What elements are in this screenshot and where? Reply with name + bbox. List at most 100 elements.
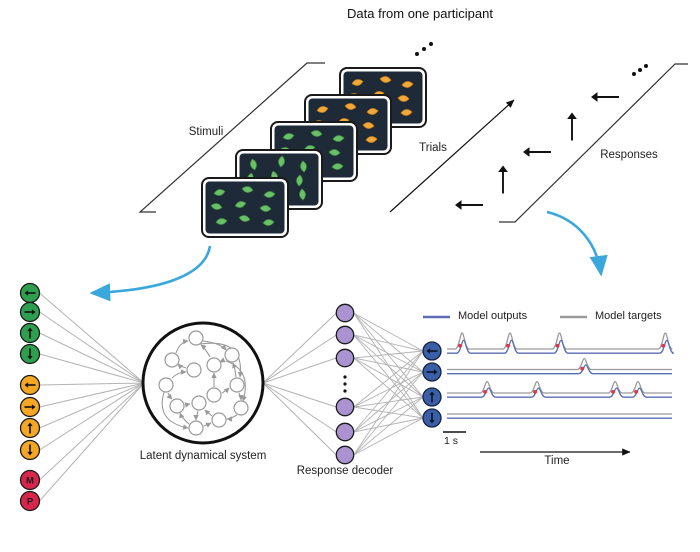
response-arrow-left bbox=[455, 200, 483, 210]
input-to-latent-connector bbox=[39, 382, 145, 481]
event-marker-dot bbox=[483, 389, 487, 394]
leaf-icon bbox=[234, 201, 247, 208]
input-node-orange-down bbox=[19, 439, 41, 461]
latent-to-decoder-connector bbox=[262, 357, 337, 384]
flow-arrow-stimuli-to-inputs bbox=[89, 245, 212, 302]
decoder-to-output-connector bbox=[353, 350, 424, 456]
decoder-to-output-connector bbox=[353, 371, 424, 408]
leaf-icon bbox=[259, 205, 272, 212]
decoder-to-output-connector bbox=[353, 350, 424, 408]
leaf-icon bbox=[250, 158, 257, 171]
input-to-latent-connector bbox=[39, 382, 145, 386]
leaf-icon bbox=[278, 155, 285, 168]
leaf-icon bbox=[331, 163, 344, 170]
model-output-trace bbox=[447, 364, 672, 375]
latent-dynamical-system bbox=[141, 321, 265, 445]
response-arrow-up bbox=[498, 165, 508, 194]
input-to-latent-connector bbox=[39, 292, 145, 384]
event-marker-dot bbox=[611, 389, 615, 394]
decoder-ellipsis-dots bbox=[343, 375, 347, 393]
input-node-red-M: M bbox=[19, 469, 41, 491]
leaf-icon bbox=[401, 81, 414, 88]
decoder-to-output-connector bbox=[353, 357, 424, 419]
arrow-left-icon bbox=[426, 348, 438, 354]
responses-label: Responses bbox=[600, 149, 658, 161]
model-target-trace bbox=[447, 380, 672, 394]
decoder-to-output-connector bbox=[353, 406, 424, 419]
stimuli-axis-line bbox=[138, 62, 325, 213]
decoder-node bbox=[335, 303, 355, 323]
leaf-icon bbox=[210, 203, 223, 210]
input-to-latent-connector bbox=[39, 332, 145, 384]
trials-arrow bbox=[389, 99, 515, 213]
decoder-to-output-connector bbox=[353, 334, 424, 352]
trace-row-up bbox=[447, 380, 672, 398]
decoder-to-output-connector bbox=[353, 312, 424, 352]
leaf-icon bbox=[332, 135, 345, 142]
leaf-icon bbox=[379, 76, 392, 83]
model-output-trace bbox=[447, 387, 672, 398]
leaf-icon bbox=[344, 103, 357, 110]
stimuli-label: Stimuli bbox=[188, 126, 224, 138]
latent-to-decoder-connector bbox=[262, 382, 337, 433]
arrow-down-icon bbox=[27, 348, 33, 360]
trace-row-right bbox=[447, 357, 672, 375]
arrow-up-icon bbox=[27, 327, 33, 339]
decoder-node bbox=[335, 422, 355, 442]
leaf-icon bbox=[366, 108, 379, 115]
decoder-node bbox=[335, 445, 355, 465]
arrow-down-icon bbox=[429, 412, 435, 424]
decoder-to-output-connector bbox=[353, 417, 424, 456]
latent-to-decoder-connector bbox=[262, 382, 337, 408]
time-axis-label: Time bbox=[544, 455, 570, 467]
input-node-letter: M bbox=[26, 475, 34, 486]
input-node-orange-up bbox=[19, 417, 41, 439]
latent-to-decoder-connector bbox=[262, 312, 337, 384]
arrow-up-icon bbox=[429, 391, 435, 403]
decoder-to-output-connector bbox=[353, 334, 424, 398]
responses-axis-line bbox=[499, 63, 688, 223]
responses-ellipsis-dots bbox=[632, 64, 648, 76]
input-node-orange-left bbox=[19, 374, 41, 396]
latent-to-decoder-connector bbox=[262, 334, 337, 384]
input-node-red-P: P bbox=[19, 490, 41, 512]
flow-arrow-responses-to-outputs bbox=[546, 210, 608, 277]
decoder-to-output-connector bbox=[353, 357, 424, 373]
leaf-icon bbox=[397, 95, 410, 102]
decoder-node bbox=[335, 325, 355, 345]
input-to-latent-connector bbox=[39, 353, 145, 384]
arrow-left-icon bbox=[24, 290, 36, 296]
input-node-green-down bbox=[19, 343, 41, 365]
decoder-to-output-connector bbox=[353, 396, 424, 456]
trials-label: Trials bbox=[419, 142, 447, 154]
input-node-green-left bbox=[19, 282, 41, 304]
leaf-icon bbox=[400, 109, 413, 116]
leaf-icon bbox=[241, 186, 254, 193]
arrow-right-icon bbox=[24, 309, 36, 315]
arrow-right-icon bbox=[24, 404, 36, 410]
output-node-up bbox=[422, 387, 442, 407]
latent-system-label: Latent dynamical system bbox=[139, 450, 267, 462]
event-marker-dot bbox=[506, 343, 510, 348]
leaf-icon bbox=[351, 79, 364, 86]
input-node-orange-right bbox=[19, 396, 41, 418]
input-to-latent-connector bbox=[39, 382, 145, 408]
decoder-to-output-connector bbox=[353, 312, 424, 398]
leaf-icon bbox=[362, 122, 375, 129]
event-marker-dot bbox=[661, 343, 666, 348]
leaf-icon bbox=[299, 188, 306, 201]
model-target-trace bbox=[447, 332, 673, 350]
input-node-letter: P bbox=[27, 496, 34, 507]
arrow-up-icon bbox=[27, 422, 33, 434]
event-marker-dot bbox=[634, 389, 638, 394]
arrow-down-icon bbox=[27, 444, 33, 456]
leaf-icon bbox=[215, 218, 228, 225]
leaf-icon bbox=[300, 160, 307, 173]
output-node-down bbox=[422, 408, 442, 428]
input-to-latent-connector bbox=[39, 382, 145, 502]
leaf-icon bbox=[262, 219, 275, 226]
legend-model-outputs-label: Model outputs bbox=[458, 310, 528, 322]
leaf-icon bbox=[365, 136, 378, 143]
